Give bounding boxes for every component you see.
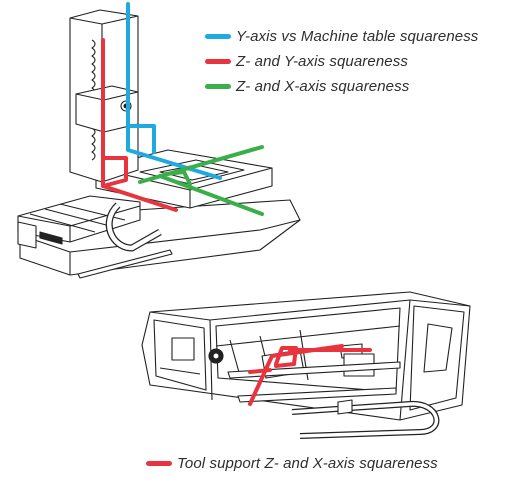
legend-item-tool-support: Tool support Z- and X-axis squareness (146, 455, 438, 472)
green-squareness-line (138, 145, 264, 216)
legend-item-green: Z- and X-axis squareness (205, 78, 409, 95)
legend-item-red: Z- and Y-axis squareness (205, 53, 408, 70)
red-squareness-line (101, 38, 178, 212)
red-line-swatch (146, 461, 172, 466)
legend-label-tool-support: Tool support Z- and X-axis squareness (177, 455, 438, 472)
lathe-drawing (141, 291, 471, 439)
lathe-red-squareness-line (248, 344, 372, 406)
legend-item-blue: Y-axis vs Machine table squareness (205, 28, 478, 45)
boring-mill-drawing (17, 9, 301, 279)
green-line-swatch (205, 84, 231, 89)
blue-line-swatch (205, 34, 231, 39)
legend-label-green: Z- and X-axis squareness (236, 78, 410, 95)
legend-label-blue: Y-axis vs Machine table squareness (236, 28, 479, 45)
red-line-swatch (205, 59, 231, 64)
legend-label-red: Z- and Y-axis squareness (236, 53, 408, 70)
